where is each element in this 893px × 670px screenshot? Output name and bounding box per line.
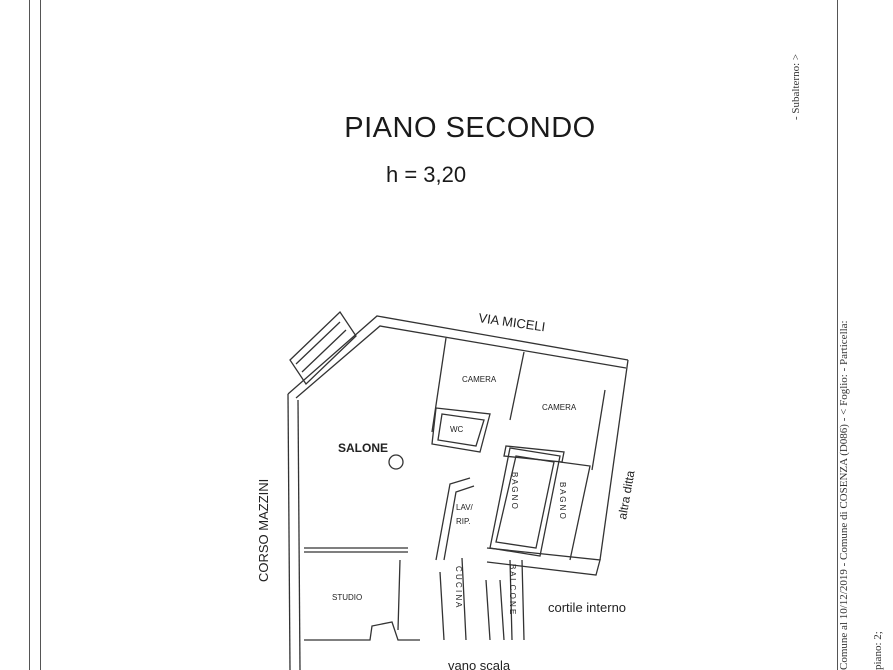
room-label-balcone: B A L C O N E — [508, 564, 517, 614]
balcone-walls — [485, 579, 505, 641]
room-label-studio: STUDIO — [332, 593, 362, 602]
margin-note-subalterno: - Subalterno: > — [790, 53, 802, 120]
cucina-walls — [439, 557, 467, 641]
floor-height: h = 3,20 — [386, 162, 467, 187]
room-label-camera-1: CAMERA — [462, 375, 497, 384]
outer-wall-north — [287, 315, 629, 395]
street-corso-mazzini: CORSO MAZZINI — [256, 479, 271, 582]
outer-wall-west-inner — [297, 399, 301, 670]
wall-camera-1-east — [509, 351, 525, 421]
lav-rip-walls — [435, 477, 471, 561]
wall-camera-1-west — [431, 337, 447, 433]
plan-title: PIANO SECONDO — [344, 112, 596, 144]
room-label-rip: RIP. — [456, 517, 471, 526]
label-vano-scala: vano scala — [448, 658, 511, 670]
margin-note-comune: Comune al 10/12/2019 - Comune di COSENZA… — [838, 320, 850, 670]
room-label-wc: WC — [450, 425, 464, 434]
room-label-bagno-1: B A G N O — [510, 472, 519, 509]
wall-camera-2-east — [591, 389, 606, 471]
room-label-lav: LAV/ — [456, 503, 474, 512]
room-label-camera-2: CAMERA — [542, 403, 577, 412]
bagno-walls — [489, 447, 561, 557]
frame-right-line — [837, 0, 838, 670]
outer-wall-east — [599, 359, 629, 561]
label-altra-ditta: altra ditta — [615, 469, 637, 520]
outer-wall-southeast — [486, 547, 601, 576]
room-label-cucina: C U C I N A — [454, 566, 463, 608]
room-label-bagno-2: B A G N O — [558, 482, 567, 519]
room-label-salone: SALONE — [338, 441, 388, 455]
outer-wall-north-inner — [295, 325, 627, 399]
salone-fixture-circle — [388, 454, 404, 470]
label-cortile-interno: cortile interno — [548, 600, 626, 615]
wc-walls — [431, 407, 491, 453]
frame-left-line-inner — [40, 0, 41, 670]
margin-note-piano: piano: 2; — [872, 631, 884, 670]
corner-balcony — [289, 310, 357, 386]
outer-wall-west — [287, 393, 291, 670]
frame-left-line-outer — [29, 0, 30, 670]
street-via-miceli: VIA MICELI — [478, 310, 547, 334]
